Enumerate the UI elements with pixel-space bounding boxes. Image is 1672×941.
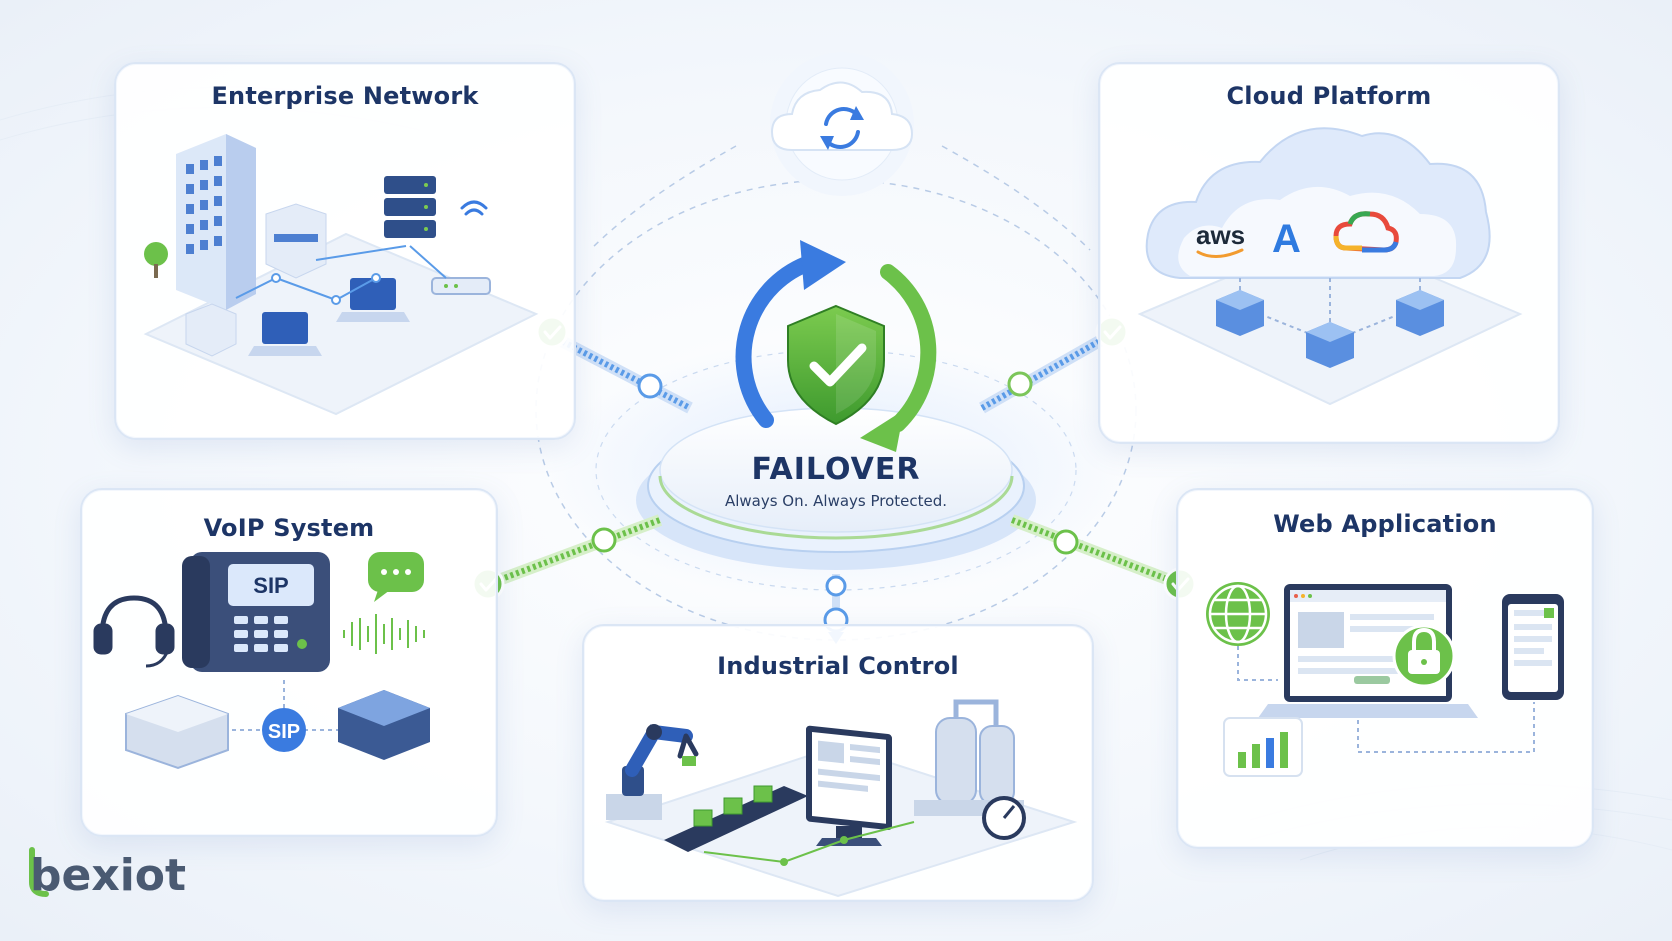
small-building-icon [185, 303, 237, 357]
analytics-chart-icon [1223, 717, 1303, 777]
panel-title: Enterprise Network [211, 82, 479, 110]
globe-icon [1206, 582, 1270, 646]
voip-system-panel: VoIP System SIP [80, 488, 498, 837]
network-links [235, 245, 447, 305]
mobile-phone-icon [1502, 594, 1564, 700]
failover-title: FAILOVER [751, 452, 921, 487]
bexiot-logo: bexiot [29, 847, 186, 901]
robot-arm-icon [606, 724, 699, 820]
office-building-icon [176, 134, 256, 310]
pressure-gauge-icon [982, 796, 1026, 840]
shield-check-icon [787, 304, 885, 426]
server-box-icon [125, 694, 229, 770]
phone-screen-label: SIP [253, 573, 288, 598]
wifi-icon [460, 200, 488, 216]
server-cube-icon [1216, 290, 1264, 336]
cloud-platform-panel: Cloud Platform aws A [1098, 62, 1560, 444]
storage-tank-icon [914, 699, 1024, 816]
desk-phone-icon [182, 552, 330, 672]
monitor-icon [806, 725, 892, 846]
laptop-icon [248, 312, 322, 356]
server-rack-icon [384, 176, 436, 238]
voip-system-illustration: SIP SIP [93, 552, 430, 770]
server-box-icon [338, 690, 430, 760]
server-cube-icon [1306, 322, 1354, 368]
sound-wave-icon [343, 614, 425, 654]
lock-icon [1392, 624, 1456, 688]
cloud-platform-illustration: aws A [1137, 127, 1523, 406]
panel-title: Industrial Control [717, 652, 959, 680]
google-cloud-logo [1333, 211, 1399, 253]
conveyor-belt-icon [664, 785, 808, 852]
small-building-icon [265, 203, 327, 279]
web-application-illustration [1206, 582, 1564, 777]
router-icon [431, 277, 491, 295]
sip-node [262, 708, 306, 752]
failover-subtitle: Always On. Always Protected. [724, 492, 948, 510]
cloud-icon [1145, 127, 1491, 279]
sip-node-label: SIP [268, 721, 300, 743]
web-application-panel: Web Application [1176, 488, 1594, 849]
laptop-icon [1258, 584, 1478, 718]
enterprise-network-illustration [143, 134, 539, 416]
industrial-control-illustration [604, 699, 1078, 898]
tree-icon [144, 242, 168, 278]
enterprise-network-panel: Enterprise Network [114, 62, 576, 440]
panel-title: Cloud Platform [1226, 82, 1432, 110]
panel-title: Web Application [1273, 510, 1497, 538]
azure-logo: A [1272, 217, 1301, 261]
industrial-control-panel: Industrial Control [582, 624, 1094, 902]
panel-title: VoIP System [203, 514, 375, 542]
svg-text:bexiot: bexiot [30, 850, 186, 901]
server-cube-icon [1396, 290, 1444, 336]
aws-logo: aws [1196, 220, 1245, 250]
chat-bubble-icon [368, 552, 424, 602]
headset-icon [93, 595, 175, 668]
